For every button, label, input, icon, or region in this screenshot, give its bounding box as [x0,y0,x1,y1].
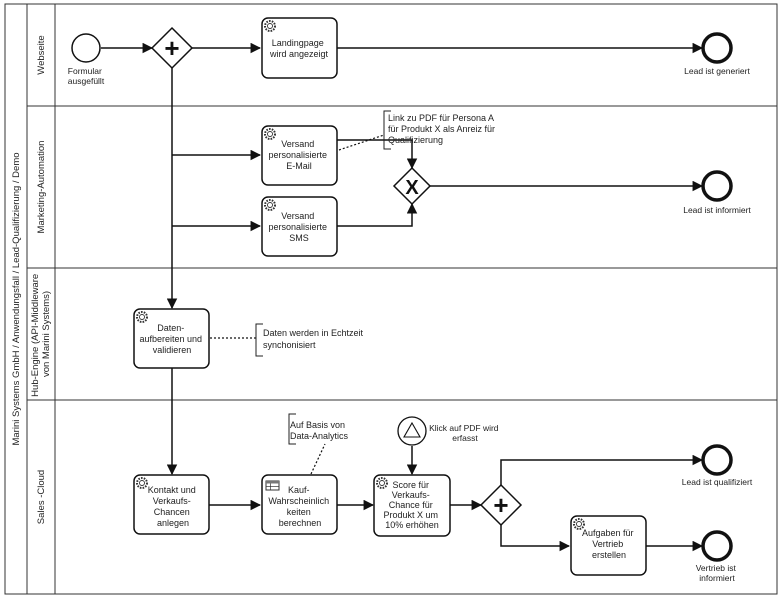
task-sms[interactable]: Versand personalisierte SMS [261,196,338,257]
flow-gateway-to-qualifiziert [500,454,704,485]
signal-triangle-icon [403,421,421,438]
flow-gateway-to-aufgaben [500,525,571,552]
task-email-label: Versand personalisierte E-Mail [268,139,329,171]
start-event[interactable] [71,33,101,63]
end-event-qualifiziert-label: Lead ist qualifiziert [682,477,753,487]
annotation-bracket-echtzeit [255,323,263,357]
table-icon [265,480,280,491]
lane-label-marketing: Marketing-Automation [36,141,47,234]
gear-icon [264,199,276,211]
lane-label-hub: Hub-Engine (API-Middleware von Marini Sy… [30,271,52,397]
end-event-generiert[interactable] [701,32,733,64]
parallel-gateway-start[interactable]: + [150,26,194,70]
end-event-vertrieb[interactable] [701,530,733,562]
sequence-flows [101,42,704,552]
end-event-generiert-label: Lead ist generiert [684,66,750,76]
annotation-analytics: Auf Basis von Data-Analytics [290,420,349,441]
parallel-plus-icon: + [493,490,508,520]
flow-sms-to-xor [337,202,418,227]
exclusive-gateway[interactable]: X [392,166,432,206]
annotation-echtzeit: Daten werden in Echtzeit synchonisiert [263,328,366,350]
annotation-bracket-analytics [288,413,296,445]
gear-icon [136,311,148,323]
pool-title: Marini Systems GmbH / Anwendungsfall / L… [11,152,22,445]
annotation-pdf: Link zu PDF für Persona A für Produkt X … [388,113,498,145]
gear-icon [376,477,388,489]
associations [210,134,385,475]
task-landingpage[interactable]: Landingpage wird angezeigt [261,17,338,79]
parallel-gateway-end[interactable]: + [479,483,523,527]
lane-label-sales: Sales -Cloud [36,470,47,524]
pool-border [4,3,778,595]
annotation-bracket-pdf [383,110,391,150]
task-daten-label: Daten- aufbereiten und validieren [139,323,204,355]
task-kauf-label: Kauf- Wahrscheinlich keiten berechnen [268,485,331,528]
flow-email-to-xor [337,139,418,170]
assoc-analytics [310,443,326,475]
signal-event-label: Klick auf PDF wird erfasst [429,423,501,443]
parallel-plus-icon: + [164,33,179,63]
task-kauf[interactable]: Kauf- Wahrscheinlich keiten berechnen [261,474,338,535]
task-daten[interactable]: Daten- aufbereiten und validieren [133,308,210,369]
task-kontakt[interactable]: Kontakt und Verkaufs- Chancen anlegen [133,474,210,535]
gear-icon [136,477,148,489]
gear-icon [264,20,276,32]
task-kontakt-label: Kontakt und Verkaufs- Chancen anlegen [148,485,199,528]
start-event-label: Formular ausgefüllt [68,66,105,86]
task-score[interactable]: Score für Verkaufs- Chance für Produkt X… [373,474,451,537]
lane-label-webseite: Webseite [36,35,47,74]
end-event-vertrieb-label: Vertrieb ist informiert [696,563,739,583]
task-aufgaben-label: Aufgaben für Vertrieb erstellen [582,528,636,560]
gear-icon [264,128,276,140]
task-landingpage-label: Landingpage wird angezeigt [269,38,329,59]
gear-icon [573,518,585,530]
task-score-label: Score für Verkaufs- Chance für Produkt X… [383,480,440,530]
task-aufgaben[interactable]: Aufgaben für Vertrieb erstellen [570,515,647,576]
signal-event[interactable] [397,416,427,446]
exclusive-x-icon: X [405,177,419,199]
task-sms-label: Versand personalisierte SMS [268,211,329,243]
task-email[interactable]: Versand personalisierte E-Mail [261,125,338,186]
end-event-informiert-label: Lead ist informiert [683,205,751,215]
end-event-qualifiziert[interactable] [701,444,733,476]
end-event-informiert[interactable] [701,170,733,202]
assoc-pdf [338,134,385,151]
